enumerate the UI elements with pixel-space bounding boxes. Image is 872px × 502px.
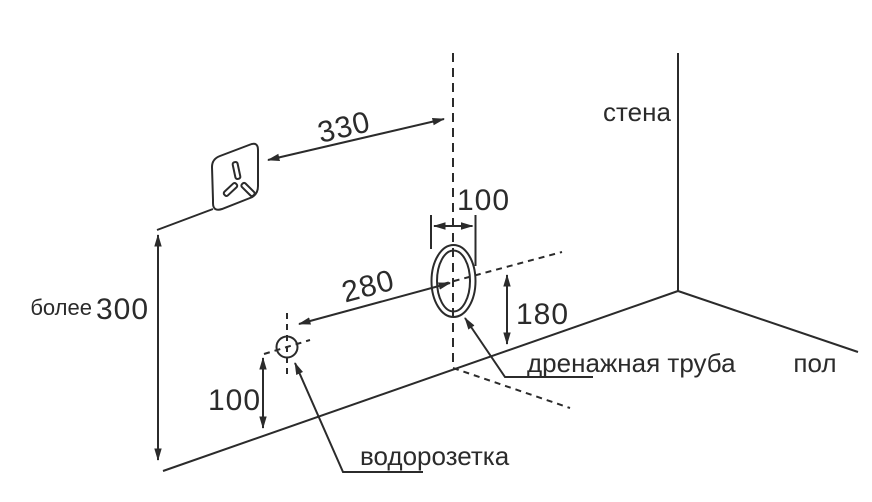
dimension-280-value: 280: [338, 264, 398, 310]
water-outlet-icon: [275, 335, 299, 359]
dimension-330-line: [267, 118, 445, 161]
dimension-300-ext-line: [156, 208, 214, 231]
floor-right-edge-line: [677, 290, 859, 353]
water-outlet-leader-line: [294, 362, 423, 473]
floor-left-edge-line: [162, 290, 679, 472]
dimension-300-prefix: более: [30, 295, 92, 320]
socket-slot-left: [222, 182, 239, 197]
outlet-diagonal-dashed-line: [263, 339, 311, 355]
water-outlet-label: водорозетка: [360, 441, 510, 471]
dimension-100-outlet-value: 100: [208, 384, 261, 417]
dimension-180-value: 180: [516, 298, 569, 331]
floor-label: пол: [793, 348, 836, 378]
dimension-100-pipe-value: 100: [457, 184, 510, 217]
power-socket-icon: [210, 142, 259, 211]
dimension-330: 330: [267, 105, 445, 161]
drain-pipe-icon: [430, 244, 477, 318]
pipe-center-diagonal-dashed-line: [442, 251, 563, 285]
pipe-outer-ring: [430, 244, 477, 318]
socket-plate: [210, 142, 259, 211]
dimension-180: 180: [503, 274, 569, 345]
dimension-300-value: 300: [96, 293, 149, 326]
socket-slot-top: [231, 161, 242, 180]
dimension-330-value: 330: [315, 105, 374, 149]
drain-pipe-leader-line: [464, 317, 593, 378]
pipe-inner-ring: [436, 249, 471, 313]
room-structure: [162, 53, 859, 472]
dimension-100-pipe: 100: [430, 184, 510, 266]
axis-lines: [263, 53, 571, 409]
wall-label: стена: [603, 97, 671, 127]
dimension-100-outlet: 100: [208, 357, 267, 429]
dimension-280: 280: [298, 264, 451, 325]
water-outlet-callout: водорозетка: [294, 362, 510, 473]
dimension-280-line: [298, 282, 451, 325]
drain-pipe-callout: дренажная труба: [464, 317, 736, 378]
drain-pipe-label: дренажная труба: [527, 348, 736, 378]
socket-slot-right: [240, 181, 256, 198]
dimension-min-300: более 300: [30, 208, 214, 461]
pipe-lower-diagonal-dashed-line: [452, 367, 571, 409]
